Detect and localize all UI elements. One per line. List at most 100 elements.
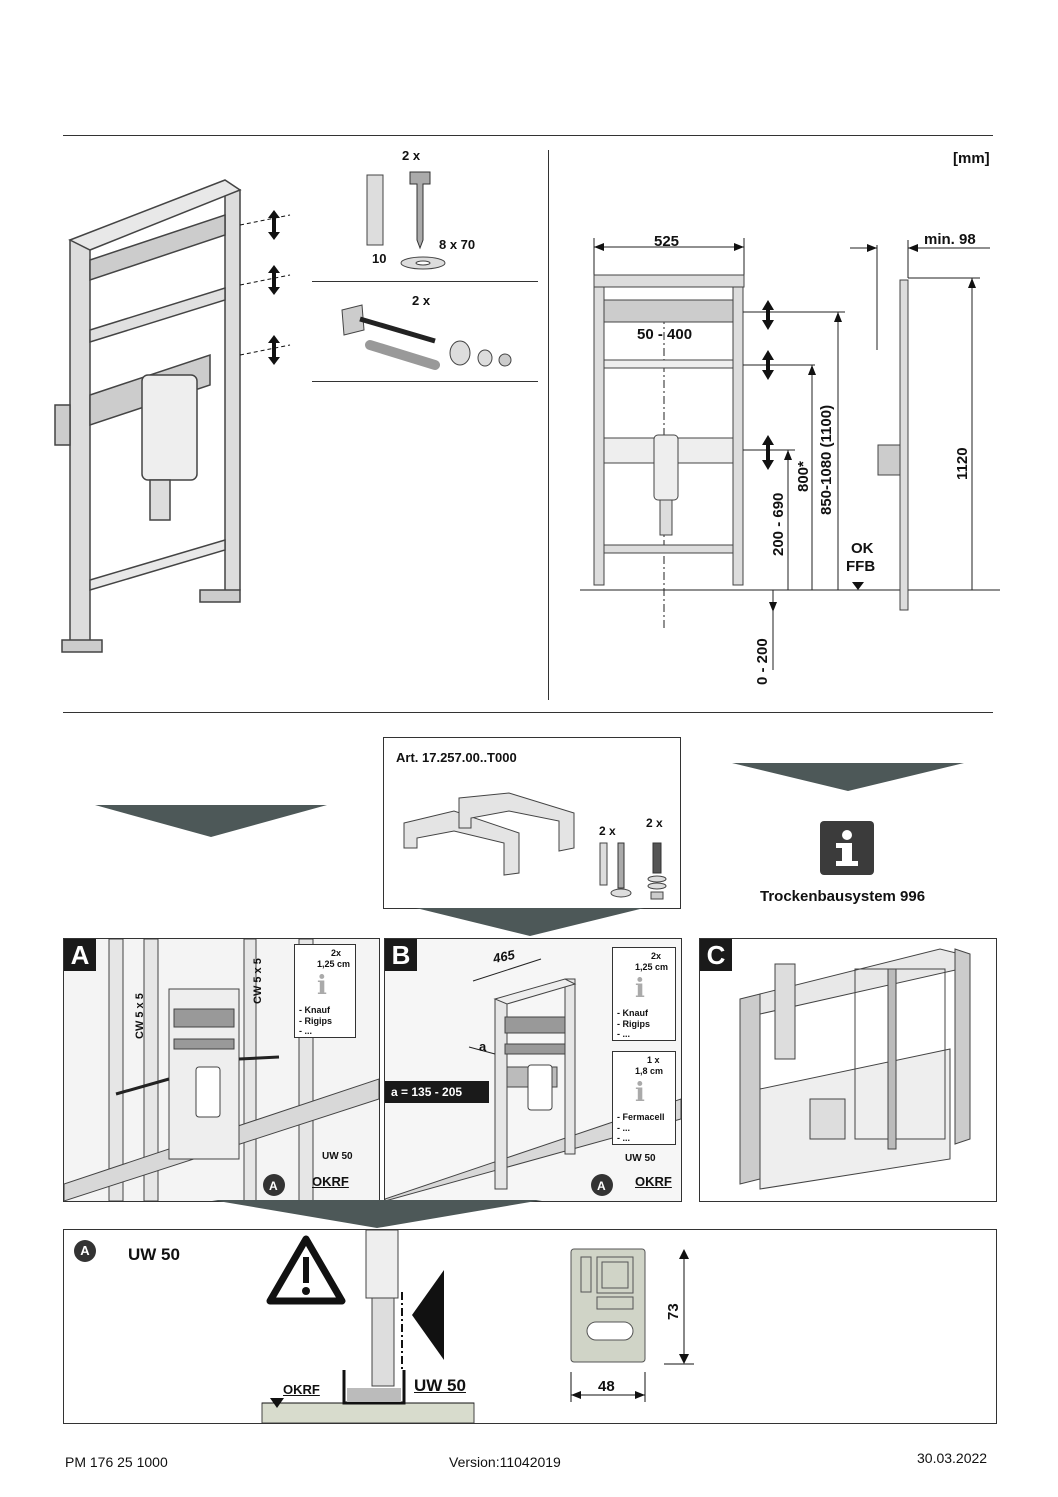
panel-b-a-range: a = 135 - 205 [385, 1081, 489, 1103]
parts-divider-2 [312, 381, 538, 382]
panel-b-tag: B [385, 939, 417, 971]
vertical-divider [548, 150, 549, 700]
accessory-article: Art. 17.257.00..T000 [396, 750, 517, 765]
foot-left [61, 639, 103, 653]
detail-floor-label: OKRF [283, 1382, 320, 1397]
frame-right-post-front [732, 274, 744, 586]
note-item: - Rigips [299, 1016, 332, 1026]
frame-top-bar [68, 179, 242, 251]
parts-set1-qty: 2 x [402, 148, 421, 163]
plate-width: 48 [598, 1378, 615, 1395]
mounting-plate [570, 1248, 646, 1363]
detail-panel: A UW 50 UW 50 OKRF 48 73 [63, 1229, 997, 1424]
note-item: - ... [299, 1026, 312, 1036]
panel-a-tag: A [64, 939, 96, 971]
mounting-brackets-drawing [403, 792, 575, 876]
detail-title: UW 50 [128, 1245, 180, 1264]
dim-height-star: 800* [795, 461, 812, 492]
dim-foot-range: 0 - 200 [754, 638, 771, 685]
drain-box [141, 374, 198, 481]
info-i-icon: i [317, 971, 327, 1001]
detail-marker: A [74, 1240, 96, 1262]
arrow-down-detail [212, 1200, 542, 1228]
drain-pipe [149, 479, 171, 521]
marker-a [263, 1174, 285, 1196]
note-item: - Knauf [617, 1008, 648, 1018]
screw-size: 8 x 70 [439, 237, 476, 252]
dowel-size: 10 [372, 251, 387, 266]
arrow-down-right [732, 763, 964, 791]
front-elevation-drawing [580, 238, 1000, 670]
panel-a-rail: UW 50 [322, 1151, 353, 1162]
frame-isometric-drawing [54, 179, 291, 653]
arrow-down-left [95, 805, 327, 837]
plate-height: 73 [665, 1303, 682, 1320]
panel-b-note-1: 2x 1,25 cm i - Knauf - Rigips - ... [612, 947, 676, 1041]
frame-bottom-bar [89, 538, 226, 592]
dim-height-range: 850-1080 (1100) [818, 404, 835, 515]
adjust-arrows [268, 210, 280, 365]
dowel-icon [366, 174, 384, 246]
floor-marker-icon [270, 1398, 284, 1408]
mid-divider [63, 712, 993, 713]
dim-total-height: 1120 [954, 447, 971, 480]
top-divider [63, 135, 993, 136]
washer-large-icon [449, 340, 471, 366]
panel-a-note: 2x 1,25 cm i - Knauf - Rigips - ... [294, 944, 356, 1038]
arrow-down-accessory [416, 908, 644, 936]
panel-c-tag: C [700, 939, 732, 971]
nut-icon [498, 353, 512, 367]
rail-top-front [603, 299, 734, 323]
note-item: - Rigips [617, 1019, 650, 1029]
sleeve-icon [365, 340, 440, 370]
panel-b-rail: UW 50 [625, 1153, 656, 1164]
dowel-icon [599, 842, 608, 886]
screw-icon [409, 171, 431, 250]
frame-left-post [69, 234, 91, 650]
dowel-and-screw-drawing [366, 171, 446, 270]
frame-rail-2 [89, 286, 226, 344]
note-thickness: 1,25 cm [635, 962, 669, 972]
footer-date: 30.03.2022 [917, 1450, 988, 1466]
threaded-rod-icon [359, 316, 436, 344]
panel-c: C [699, 938, 997, 1202]
floor-slab [261, 1402, 475, 1423]
drain-pipe-front [659, 499, 673, 536]
panel-a-floor: OKRF [312, 1174, 349, 1189]
frame-left-post-front [593, 274, 605, 586]
accessory-qty-1: 2 x [599, 824, 616, 838]
dim-drain-range: 200 - 690 [770, 492, 787, 556]
plate-icon [341, 304, 365, 336]
panel-b-a-label: a [479, 1039, 487, 1054]
accessory-fasteners-drawing [599, 842, 667, 900]
note-item: - ... [617, 1029, 630, 1039]
bolt-icon [652, 842, 662, 874]
dim-spacing: 50 - 400 [637, 326, 693, 343]
note-thickness: 1,25 cm [317, 959, 351, 969]
side-bracket [54, 404, 71, 446]
threaded-rod-drawing [341, 304, 512, 370]
info-i-icon: i [635, 1078, 645, 1108]
detail-rail-label: UW 50 [414, 1376, 466, 1395]
note-item: - Knauf [299, 1005, 330, 1015]
marker-a [591, 1174, 613, 1196]
info-i-icon: i [635, 974, 645, 1004]
footer-version: Version:11042019 [449, 1454, 561, 1470]
side-post [899, 279, 909, 611]
panel-a-drawing [64, 939, 379, 1201]
frame-bottom-bar-front [603, 544, 734, 554]
note-qty: 1 x [647, 1055, 660, 1065]
washer-small-icon [477, 349, 493, 367]
mounting-plate-drawing [570, 1248, 694, 1402]
bracket-icon [403, 810, 520, 876]
screw-icon [617, 842, 625, 889]
panel-c-drawing [739, 948, 971, 1190]
note-qty: 2x [331, 948, 342, 958]
rail-mid-front [603, 359, 734, 369]
info-title: Trockenbausystem 996 [760, 888, 926, 905]
note-item: - ... [617, 1123, 630, 1133]
dimension-arrows [762, 244, 976, 612]
drain-box-front [653, 434, 679, 501]
accessory-qty-2: 2 x [646, 816, 663, 830]
note-thickness: 1,8 cm [635, 1066, 664, 1076]
